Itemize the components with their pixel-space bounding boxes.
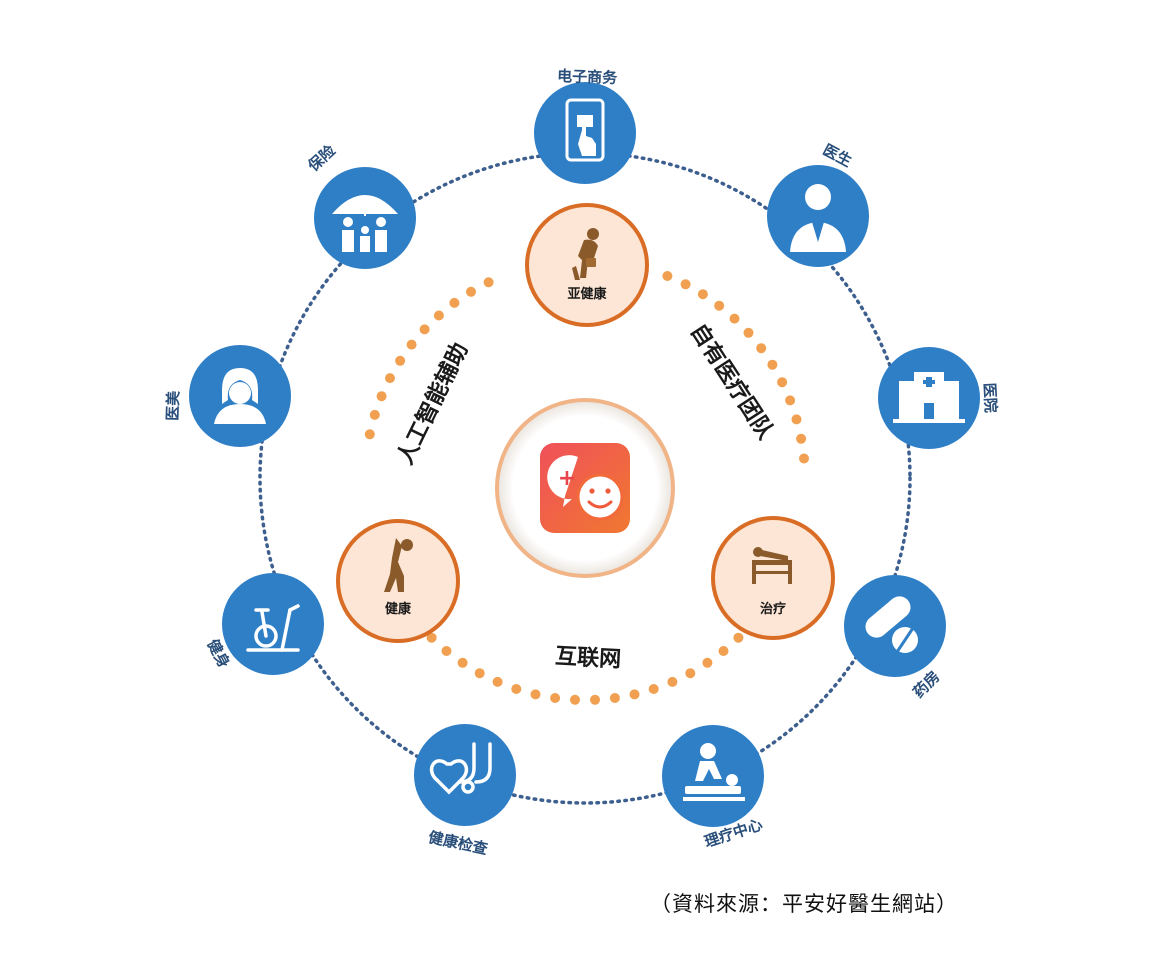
service-therapy-center: 理疗中心 (662, 725, 765, 851)
orange-dot (662, 271, 673, 281)
hunched-person-icon (572, 228, 599, 280)
service-label-health-check: 健康检查 (427, 828, 490, 858)
orange-dot (629, 689, 640, 700)
orange-dot (457, 657, 468, 668)
exercise-bike-icon (246, 604, 300, 652)
orange-dot (697, 289, 708, 300)
orange-dot (511, 684, 522, 694)
chat-bubble-icon (547, 455, 578, 507)
orange-dot (791, 414, 802, 425)
orange-dot (733, 632, 744, 643)
service-label-beauty: 医美 (163, 390, 182, 422)
stage-healthy: 健康 (336, 519, 460, 643)
tap-hand-icon (578, 126, 596, 156)
orange-dot (483, 277, 494, 288)
service-health-check: 健康检查 (414, 724, 516, 858)
smartphone-icon (565, 98, 605, 162)
orange-dot (648, 684, 659, 694)
orange-dot (702, 657, 713, 668)
orange-dot (406, 339, 417, 350)
hospital-bed-icon (752, 547, 792, 584)
orange-dot (685, 668, 696, 679)
source-note: （資料來源：平安好醫生網站） (650, 892, 958, 916)
hospital-building-icon (893, 372, 965, 423)
outer-dotted-ring (258, 151, 912, 805)
orange-dot (530, 689, 541, 700)
orange-dot (441, 646, 452, 656)
orange-dot (385, 373, 395, 384)
orange-dot (550, 693, 561, 703)
orange-dot (609, 693, 620, 703)
umbrella-family-icon (332, 195, 398, 252)
service-doctor: 医生 (767, 141, 869, 267)
orange-dot (492, 676, 503, 687)
service-label-ecommerce: 电子商务 (557, 67, 619, 87)
woman-avatar-icon (214, 368, 266, 424)
orange-dot (590, 694, 600, 705)
arc-label-own-medical-team: 自有医疗团队 (685, 319, 779, 445)
service-hospital: 医院 (878, 347, 1000, 449)
orange-dot (419, 324, 430, 335)
orange-dot (799, 453, 809, 464)
orange-dot (376, 391, 387, 402)
orange-dot (570, 694, 580, 705)
orange-dot (395, 355, 406, 366)
stage-label-sub-health: 亚健康 (567, 286, 607, 302)
orange-dot (756, 343, 767, 354)
center-app-logo: + (495, 398, 675, 578)
orange-dot (449, 297, 460, 308)
orange-dot (785, 395, 796, 406)
orange-dot (718, 646, 729, 656)
service-fitness: 健身 (203, 573, 324, 675)
stage-treatment: 治疗 (711, 516, 835, 640)
orange-dot (743, 327, 754, 338)
orange-dot (729, 313, 740, 324)
arc-label-internet: 互联网 (554, 644, 621, 672)
stage-label-treatment: 治疗 (760, 601, 786, 617)
orange-dot (667, 676, 678, 687)
service-beauty: 医美 (163, 345, 291, 447)
orange-dot (426, 632, 437, 643)
service-pharmacy: 药房 (844, 575, 946, 701)
massage-icon (683, 743, 745, 801)
stage-sub-health: 亚健康 (525, 203, 649, 327)
orange-dot (796, 433, 807, 444)
orange-dot (369, 409, 380, 420)
service-label-insurance: 保险 (304, 141, 340, 176)
smiley-icon (576, 473, 624, 521)
service-insurance: 保险 (304, 141, 416, 269)
svg-text:+: + (558, 466, 576, 491)
stethoscope-heart-icon (429, 742, 492, 795)
orange-dot (466, 286, 476, 297)
orange-dot (364, 429, 375, 440)
stretching-person-icon (384, 538, 413, 592)
orange-dot (714, 300, 725, 311)
orange-dot (767, 359, 778, 370)
orange-dot (433, 310, 444, 321)
orange-dot (680, 279, 691, 290)
orange-dot (474, 668, 485, 679)
stage-label-healthy: 健康 (385, 601, 412, 617)
orange-dot (777, 377, 788, 388)
service-label-hospital: 医院 (980, 382, 1000, 413)
pills-icon (865, 596, 918, 653)
service-ecommerce: 电子商务 (534, 67, 636, 184)
